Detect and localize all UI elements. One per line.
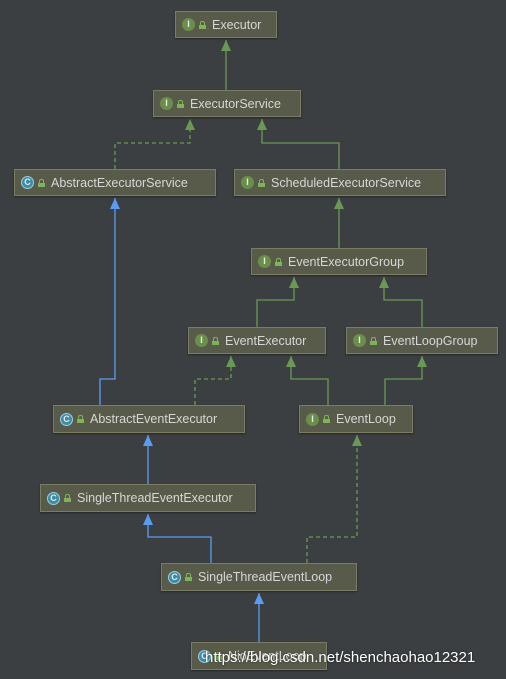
node-event-loop[interactable]: I EventLoop — [299, 405, 413, 433]
node-abstract-event-executor[interactable]: C AbstractEventExecutor — [53, 405, 245, 433]
arrowhead — [257, 119, 267, 130]
edge-executor-service-to-executor — [221, 40, 231, 90]
lock-icon — [177, 99, 184, 108]
edge-abstract-event-executor-to-event-executor — [194, 356, 236, 405]
lock-icon — [77, 415, 84, 423]
edge-single-thread-event-executor-to-abstract-event-executor — [143, 435, 153, 484]
interface-icon: I — [353, 334, 366, 347]
arrowhead — [289, 277, 299, 288]
abstract-class-icon: C — [168, 570, 181, 584]
abstract-class-icon: C — [60, 412, 73, 426]
edge-abstract-event-executor-to-abstract-executor-service — [99, 198, 120, 405]
edge-single-thread-event-loop-to-event-loop — [306, 435, 362, 563]
arrowhead — [221, 40, 231, 51]
edge-event-executor-group-to-scheduled-executor-service — [334, 198, 344, 248]
arrowhead — [334, 198, 344, 209]
lock-icon — [258, 178, 265, 187]
lock-icon — [215, 652, 222, 660]
lock-icon — [185, 573, 192, 581]
lock-icon — [64, 494, 71, 502]
node-nio-event-loop[interactable]: C NioEventLoop — [191, 642, 327, 670]
abstract-class-icon: C — [21, 176, 34, 189]
edge-event-executor-to-event-executor-group — [256, 277, 299, 327]
node-label: ExecutorService — [190, 96, 282, 111]
edge-nio-event-loop-to-single-thread-event-loop — [254, 593, 264, 642]
node-executor[interactable]: I Executor — [175, 11, 277, 38]
edge-event-loop-group-to-event-executor-group — [379, 277, 423, 327]
interface-icon: I — [160, 97, 173, 110]
lock-icon — [370, 336, 377, 345]
lock-icon — [275, 257, 282, 266]
node-label: AbstractExecutorService — [51, 175, 188, 190]
arrowhead — [143, 514, 153, 525]
node-label: EventExecutorGroup — [288, 254, 405, 269]
node-label: Executor — [212, 17, 262, 32]
edge-scheduled-executor-service-to-executor-service — [257, 119, 340, 169]
edge-abstract-executor-service-to-executor-service — [114, 119, 195, 169]
node-scheduled-executor-service[interactable]: I ScheduledExecutorService — [234, 169, 446, 196]
arrowhead — [352, 435, 362, 446]
interface-icon: I — [306, 412, 319, 426]
edge-event-loop-to-event-executor — [286, 356, 329, 405]
node-label: AbstractEventExecutor — [90, 412, 218, 426]
lock-icon — [38, 178, 45, 187]
arrowhead — [417, 356, 427, 367]
watermark-text: https://blog.csdn.net/shenchaohao12321 — [205, 649, 476, 666]
arrowhead — [110, 198, 120, 209]
node-label: SingleThreadEventLoop — [198, 570, 333, 584]
interface-icon: I — [182, 18, 195, 31]
arrowhead — [226, 356, 236, 367]
node-executor-service[interactable]: I ExecutorService — [153, 90, 301, 117]
node-event-executor-group[interactable]: I EventExecutorGroup — [251, 248, 427, 275]
arrowhead — [143, 435, 153, 446]
abstract-class-icon: C — [47, 491, 60, 505]
edge-event-loop-to-event-loop-group — [384, 356, 427, 405]
lock-icon — [212, 336, 219, 345]
arrowhead — [254, 593, 264, 604]
node-label: EventLoop — [336, 412, 396, 426]
node-event-executor[interactable]: I EventExecutor — [188, 327, 326, 354]
node-label: EventLoopGroup — [383, 333, 478, 348]
node-label: EventExecutor — [225, 333, 307, 348]
node-single-thread-event-executor[interactable]: C SingleThreadEventExecutor — [40, 484, 256, 512]
edge-single-thread-event-loop-to-single-thread-event-executor — [143, 514, 212, 563]
node-label: SingleThreadEventExecutor — [77, 491, 233, 505]
arrowhead — [286, 356, 296, 367]
node-single-thread-event-loop[interactable]: C SingleThreadEventLoop — [161, 563, 357, 591]
interface-icon: I — [195, 334, 208, 347]
arrowhead — [185, 119, 195, 130]
interface-icon: I — [258, 255, 271, 268]
class-icon: C — [198, 649, 211, 663]
lock-icon — [199, 20, 206, 29]
node-event-loop-group[interactable]: I EventLoopGroup — [346, 327, 498, 354]
node-abstract-executor-service[interactable]: C AbstractExecutorService — [14, 169, 216, 196]
node-label: ScheduledExecutorService — [271, 175, 422, 190]
node-label: NioEventLoop — [228, 649, 307, 663]
lock-icon — [323, 415, 330, 423]
interface-icon: I — [241, 176, 254, 189]
arrowhead — [379, 277, 389, 288]
